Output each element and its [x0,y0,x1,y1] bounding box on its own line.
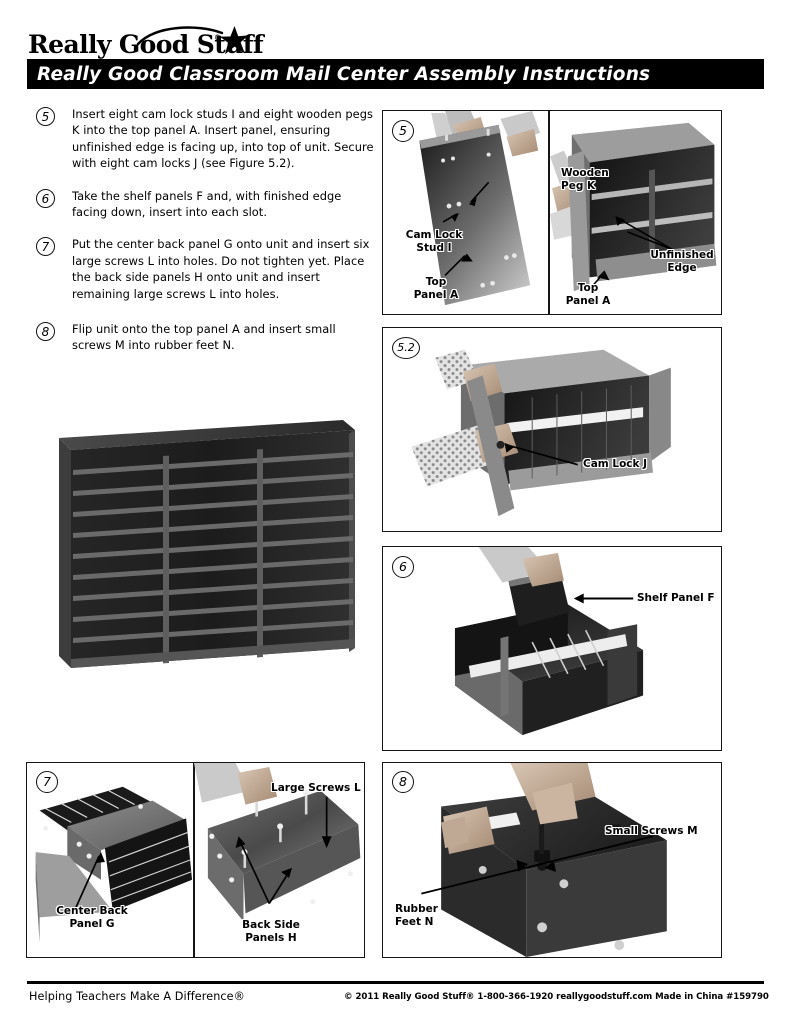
step-number-badge: 5 [36,107,55,126]
page-title: Really Good Classroom Mail Center Assemb… [37,64,651,85]
step-text: Insert eight cam lock studs I and eight … [72,107,374,171]
brand-logo: Really Good Stuff ® [28,24,268,64]
step-number-badge: 7 [36,237,55,257]
callout-unfinished-edge: Unfinished Edge [650,249,714,274]
instruction-step: 6 Take the shelf panels F and, with fini… [30,188,375,221]
step-text: Put the center back panel G onto unit an… [72,237,370,301]
swoosh-arc-icon [136,26,224,46]
instruction-step-list: 5 Insert eight cam lock studs I and eigh… [30,106,375,367]
figure-badge: 5 [392,120,414,142]
callout-shelf-panel-f: Shelf Panel F [637,592,715,604]
footer-copyright: © 2011 Really Good Stuff® 1-800-366-1920… [344,992,769,1002]
figure-7-photo [35,763,361,944]
star-icon [219,26,249,55]
callout-large-screws-l: Large Screws L [271,782,361,794]
figure-6-photo [454,547,644,736]
figure-5: 5 [382,110,722,315]
instruction-step: 5 Insert eight cam lock studs I and eigh… [30,106,375,172]
brand-logo-text: Really Good Stuff [28,30,264,59]
figure-8: 8 [382,762,722,958]
callout-top-panel-a: Top Panel A [413,276,459,301]
figure-7-divider [193,763,195,957]
callout-back-side-panels-h: Back Side Panels H [242,919,300,944]
figure-5-photo [419,111,717,306]
footer-tagline: Helping Teachers Make A Difference® [29,990,245,1003]
footer-divider [27,981,764,984]
step-text: Flip unit onto the top panel A and inser… [72,322,336,353]
step-text: Take the shelf panels F and, with finish… [72,188,342,220]
figure-8-photo [421,763,667,957]
step-number-badge: 8 [36,322,55,342]
figure-badge: 8 [392,771,414,793]
mail-center-illustration [59,420,355,668]
instruction-step: 7 Put the center back panel G onto unit … [30,236,375,302]
callout-top-panel-a-2: Top Panel A [565,282,611,307]
figure-5-2: 5.2 [382,327,722,532]
instruction-step: 8 Flip unit onto the top panel A and ins… [30,321,375,354]
figure-5-2-photo [411,349,671,517]
brand-logo-trademark: ® [214,33,221,42]
figure-5-divider [548,111,550,314]
figure-badge: 5.2 [392,337,420,359]
callout-center-back-panel-g: Center Back Panel G [56,905,128,930]
figure-7: 7 [26,762,365,958]
figure-6: 6 [382,546,722,751]
callout-wooden-peg-k: Wooden Peg K [561,167,609,192]
callout-small-screws-m: Small Screws M [605,825,698,837]
callout-rubber-feet-n: Rubber Feet N [395,903,438,928]
product-photo [57,416,357,681]
page-title-bar: Really Good Classroom Mail Center Assemb… [27,59,764,89]
figure-badge: 6 [392,556,414,578]
callout-cam-lock-stud-i: Cam Lock Stud I [405,229,463,254]
callout-cam-lock-j: Cam Lock J [583,458,648,470]
step-number-badge: 6 [36,188,55,208]
figure-badge: 7 [36,771,58,793]
